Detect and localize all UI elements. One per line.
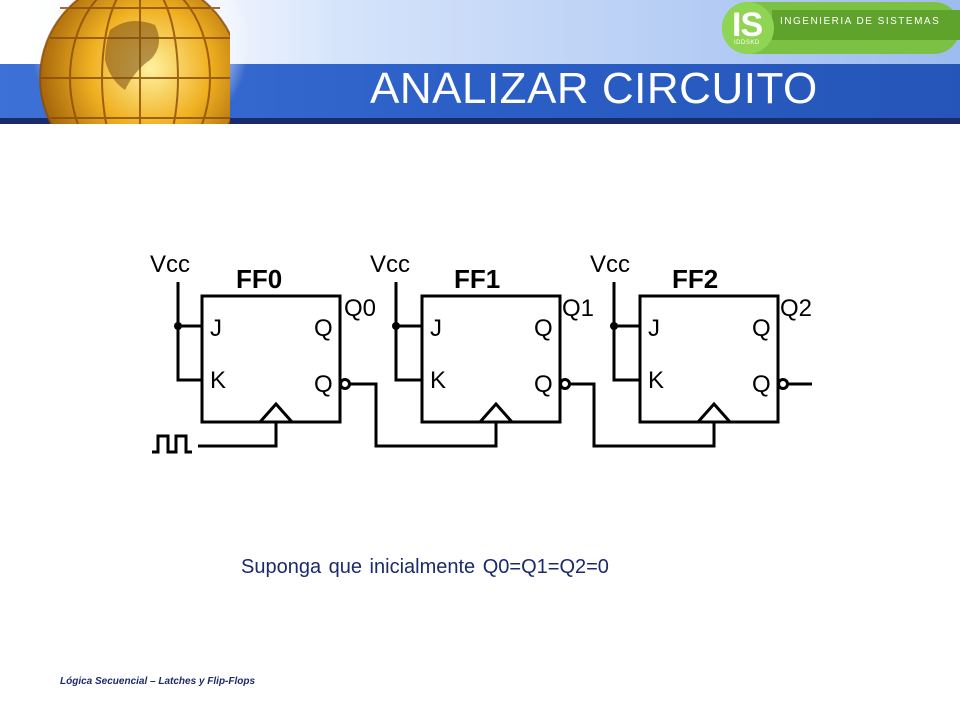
ff1-q-label: Q: [534, 315, 553, 342]
ff1-k-label: K: [430, 367, 446, 394]
initial-condition-note: Suponga que inicialmente Q0=Q1=Q2=0: [241, 556, 609, 578]
ff2-vcc-label: Vcc: [590, 251, 630, 278]
ff2-output-label: Q2: [780, 295, 812, 322]
ff1-qbar-label: Q: [534, 371, 553, 398]
ff2-q-label: Q: [752, 315, 771, 342]
ff1-name: FF1: [454, 264, 500, 294]
ff1-vcc-label: Vcc: [370, 251, 410, 278]
logo-mark: IS: [732, 6, 763, 44]
ff0-k-label: K: [210, 367, 226, 394]
ff0-vcc-label: Vcc: [150, 251, 190, 278]
ff0-name: FF0: [236, 264, 282, 294]
ff1-output-label: Q1: [562, 295, 594, 322]
flip-flop-circuit: Vcc Vcc Vcc FF0 FF1 FF2 Q0 Q1 Q2 J K Q Q…: [150, 251, 812, 454]
logo-text: INGENIERIA DE SISTEMAS: [780, 16, 941, 27]
ff2-qbar-label: Q: [752, 371, 771, 398]
ff2-name: FF2: [672, 264, 718, 294]
logo-subtext: IDDSKD: [734, 40, 760, 46]
ff2-qbar-bubble: [777, 378, 789, 390]
footer-caption: Lógica Secuencial – Latches y Flip-Flops: [60, 676, 256, 687]
ff1-box: [420, 294, 562, 424]
ff0-qbar-label: Q: [314, 371, 333, 398]
slide-header: IS IDDSKD INGENIERIA DE SISTEMAS ANALIZA…: [0, 0, 960, 126]
ff0-j-label: J: [210, 315, 222, 342]
slide-title: ANALIZAR CIRCUITO: [370, 64, 818, 113]
ff1-j-label: J: [430, 315, 442, 342]
ff0-q-label: Q: [314, 315, 333, 342]
ff0-box: [200, 294, 342, 424]
ff0-qbar-bubble: [339, 378, 351, 390]
globe-logo: [39, 0, 230, 124]
ff2-k-label: K: [648, 367, 664, 394]
ff1-qbar-bubble: [559, 378, 571, 390]
logo-banner: IS IDDSKD INGENIERIA DE SISTEMAS: [712, 0, 960, 64]
ff0-output-label: Q0: [344, 295, 376, 322]
ff2-j-label: J: [648, 315, 660, 342]
ff2-box: [638, 294, 780, 424]
